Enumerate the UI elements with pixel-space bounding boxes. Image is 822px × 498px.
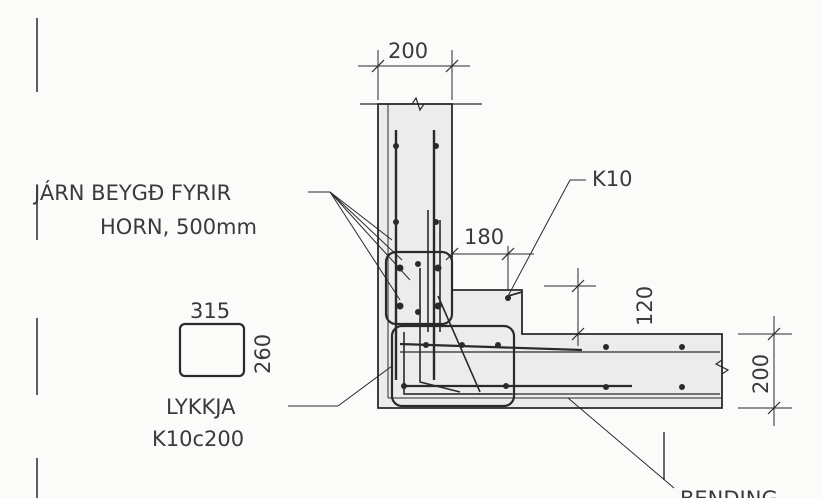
rebar-dot (459, 342, 465, 348)
break-line-right (714, 359, 730, 375)
dimension-text: 200 (388, 39, 428, 63)
bending-label: BENDING (680, 487, 778, 498)
bending-leader (567, 397, 675, 489)
rebar-dot (415, 309, 421, 315)
rebar-dot (679, 344, 685, 350)
bent-bars-label-line2: HORN, 500mm (100, 215, 257, 239)
bent-bars-leaders (308, 191, 411, 301)
k10-label: K10 (592, 167, 633, 191)
dimension-text: 200 (749, 354, 773, 394)
rebar-dot (423, 342, 429, 348)
rebar-dot (603, 344, 609, 350)
dimension-step: 120 (544, 268, 657, 346)
rebar-dot (603, 384, 609, 390)
rebar-dot (396, 302, 404, 310)
concrete-section (377, 103, 723, 409)
rebar-dot (495, 342, 501, 348)
stirrup-height-dim: 260 (251, 334, 275, 374)
rebar-dot (393, 143, 399, 149)
dimension-text: 180 (464, 225, 504, 249)
rebar-dot (434, 264, 442, 272)
stirrup-width-dim: 315 (190, 299, 230, 323)
bent-bars-label-line1: JÁRN BEYGÐ FYRIR (32, 180, 231, 205)
rebar-dot (434, 302, 442, 310)
dimension-text: 120 (633, 286, 657, 326)
break-line-top (360, 96, 482, 112)
corner-cage (384, 250, 454, 326)
rebar-dot (503, 383, 509, 389)
rebar-dot (433, 143, 439, 149)
stirrup-shape (178, 322, 246, 378)
rebar-dot (401, 383, 407, 389)
rebar-dot (415, 261, 421, 267)
rebar-dots (393, 143, 685, 390)
stirrup-label-line2: K10c200 (152, 427, 244, 451)
stirrup-label-line1: LYKKJA (166, 395, 236, 419)
dimension-corner-bar: 180 (445, 225, 534, 290)
rebar-dot (433, 219, 439, 225)
dimension-wall-width: 200 (358, 39, 470, 100)
corner-stirrup-inner (403, 332, 512, 395)
rebar-dot (505, 295, 511, 301)
stirrup-leader (337, 365, 393, 407)
dimension-slab-depth: 200 (738, 316, 792, 426)
rebar-dot (396, 264, 404, 272)
k10-bar (507, 291, 523, 297)
corner-bend (419, 268, 461, 393)
slab-bar (399, 342, 583, 352)
k10-leader (507, 179, 571, 297)
rebar-dot (393, 219, 399, 225)
rebar-dot (679, 384, 685, 390)
corner-bend (437, 295, 481, 393)
